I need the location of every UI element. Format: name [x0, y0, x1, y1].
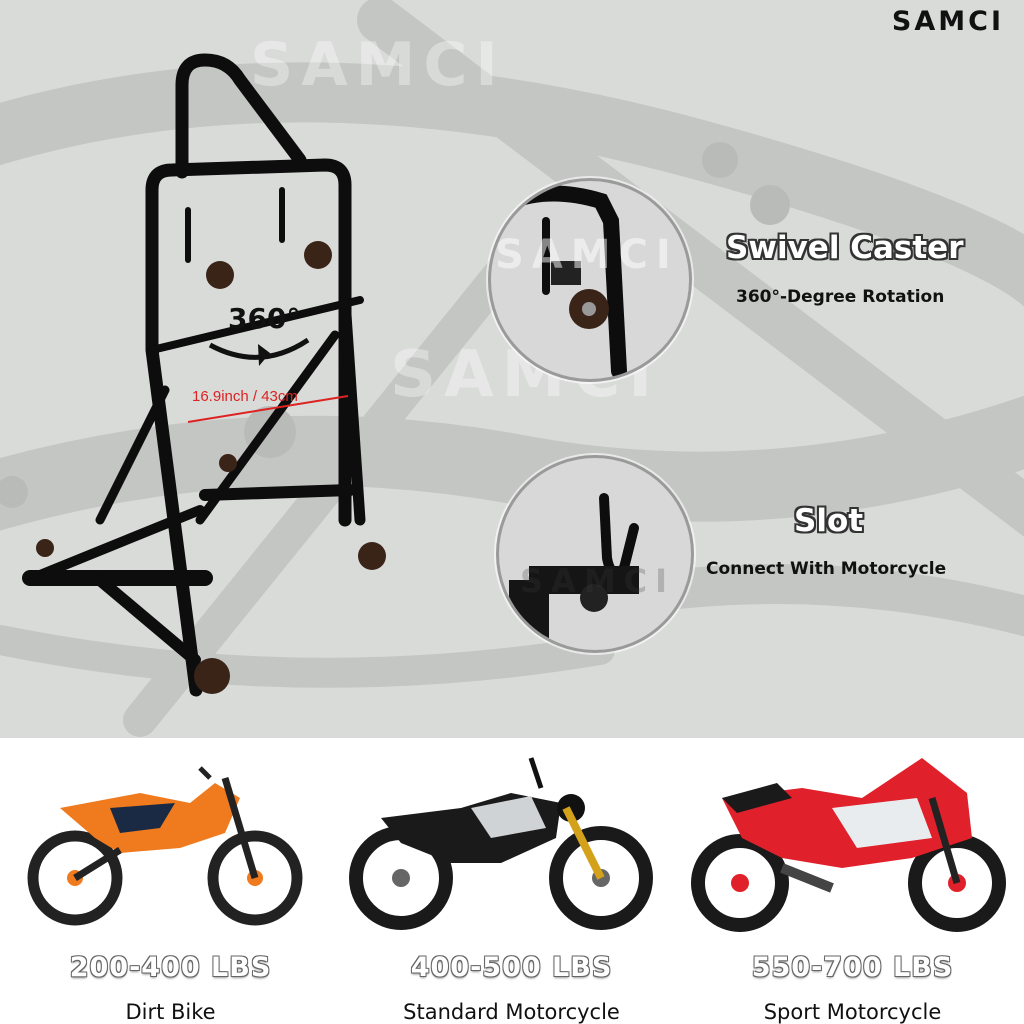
- feature-subtitle-rotation: 360°-Degree Rotation: [736, 287, 945, 307]
- watermark: SAMCI: [250, 30, 506, 100]
- dirt-bike-icon: [27, 766, 303, 926]
- width-measure-label: 16.9inch / 43cm: [192, 388, 298, 405]
- bike-weight-standard: 400-500 LBS: [410, 952, 613, 983]
- slot-icon: [509, 493, 639, 640]
- watermark: SAMCI: [495, 232, 679, 278]
- slot-closeup: [496, 455, 694, 653]
- caster-icon: [503, 185, 627, 379]
- sport-motorcycle-icon: [691, 758, 1006, 932]
- feature-subtitle-connect: Connect With Motorcycle: [706, 559, 947, 579]
- standard-motorcycle-icon: [349, 757, 653, 930]
- compatible-bikes-section: 200-400 LBS Dirt Bike 400-500 LBS Standa…: [0, 738, 1024, 1024]
- bike-type-standard: Standard Motorcycle: [403, 1000, 620, 1024]
- bike-card-standard: 400-500 LBS Standard Motorcycle: [341, 738, 682, 1024]
- rotation-label: 360°: [228, 302, 301, 335]
- feature-title-swivel-caster: Swivel Caster: [726, 230, 964, 266]
- bike-weight-sport: 550-700 LBS: [751, 952, 954, 983]
- watermark: SAMCI: [520, 562, 676, 600]
- bike-type-dirt: Dirt Bike: [125, 1000, 216, 1024]
- swivel-caster-closeup: [488, 178, 692, 382]
- motorcycle-stand-illustration: [22, 53, 386, 697]
- bike-card-dirt: 200-400 LBS Dirt Bike: [0, 738, 341, 1024]
- brand-logo: SAMCI: [891, 6, 1004, 37]
- bike-card-sport: 550-700 LBS Sport Motorcycle: [682, 738, 1023, 1024]
- hero-section: SAMCI SAMCI SAMCI: [0, 0, 1024, 738]
- feature-title-slot: Slot: [794, 503, 864, 539]
- background-frame-photo: [0, 0, 1024, 737]
- bike-weight-dirt: 200-400 LBS: [69, 952, 272, 983]
- bike-type-sport: Sport Motorcycle: [763, 1000, 942, 1024]
- width-measure-line: [187, 395, 349, 423]
